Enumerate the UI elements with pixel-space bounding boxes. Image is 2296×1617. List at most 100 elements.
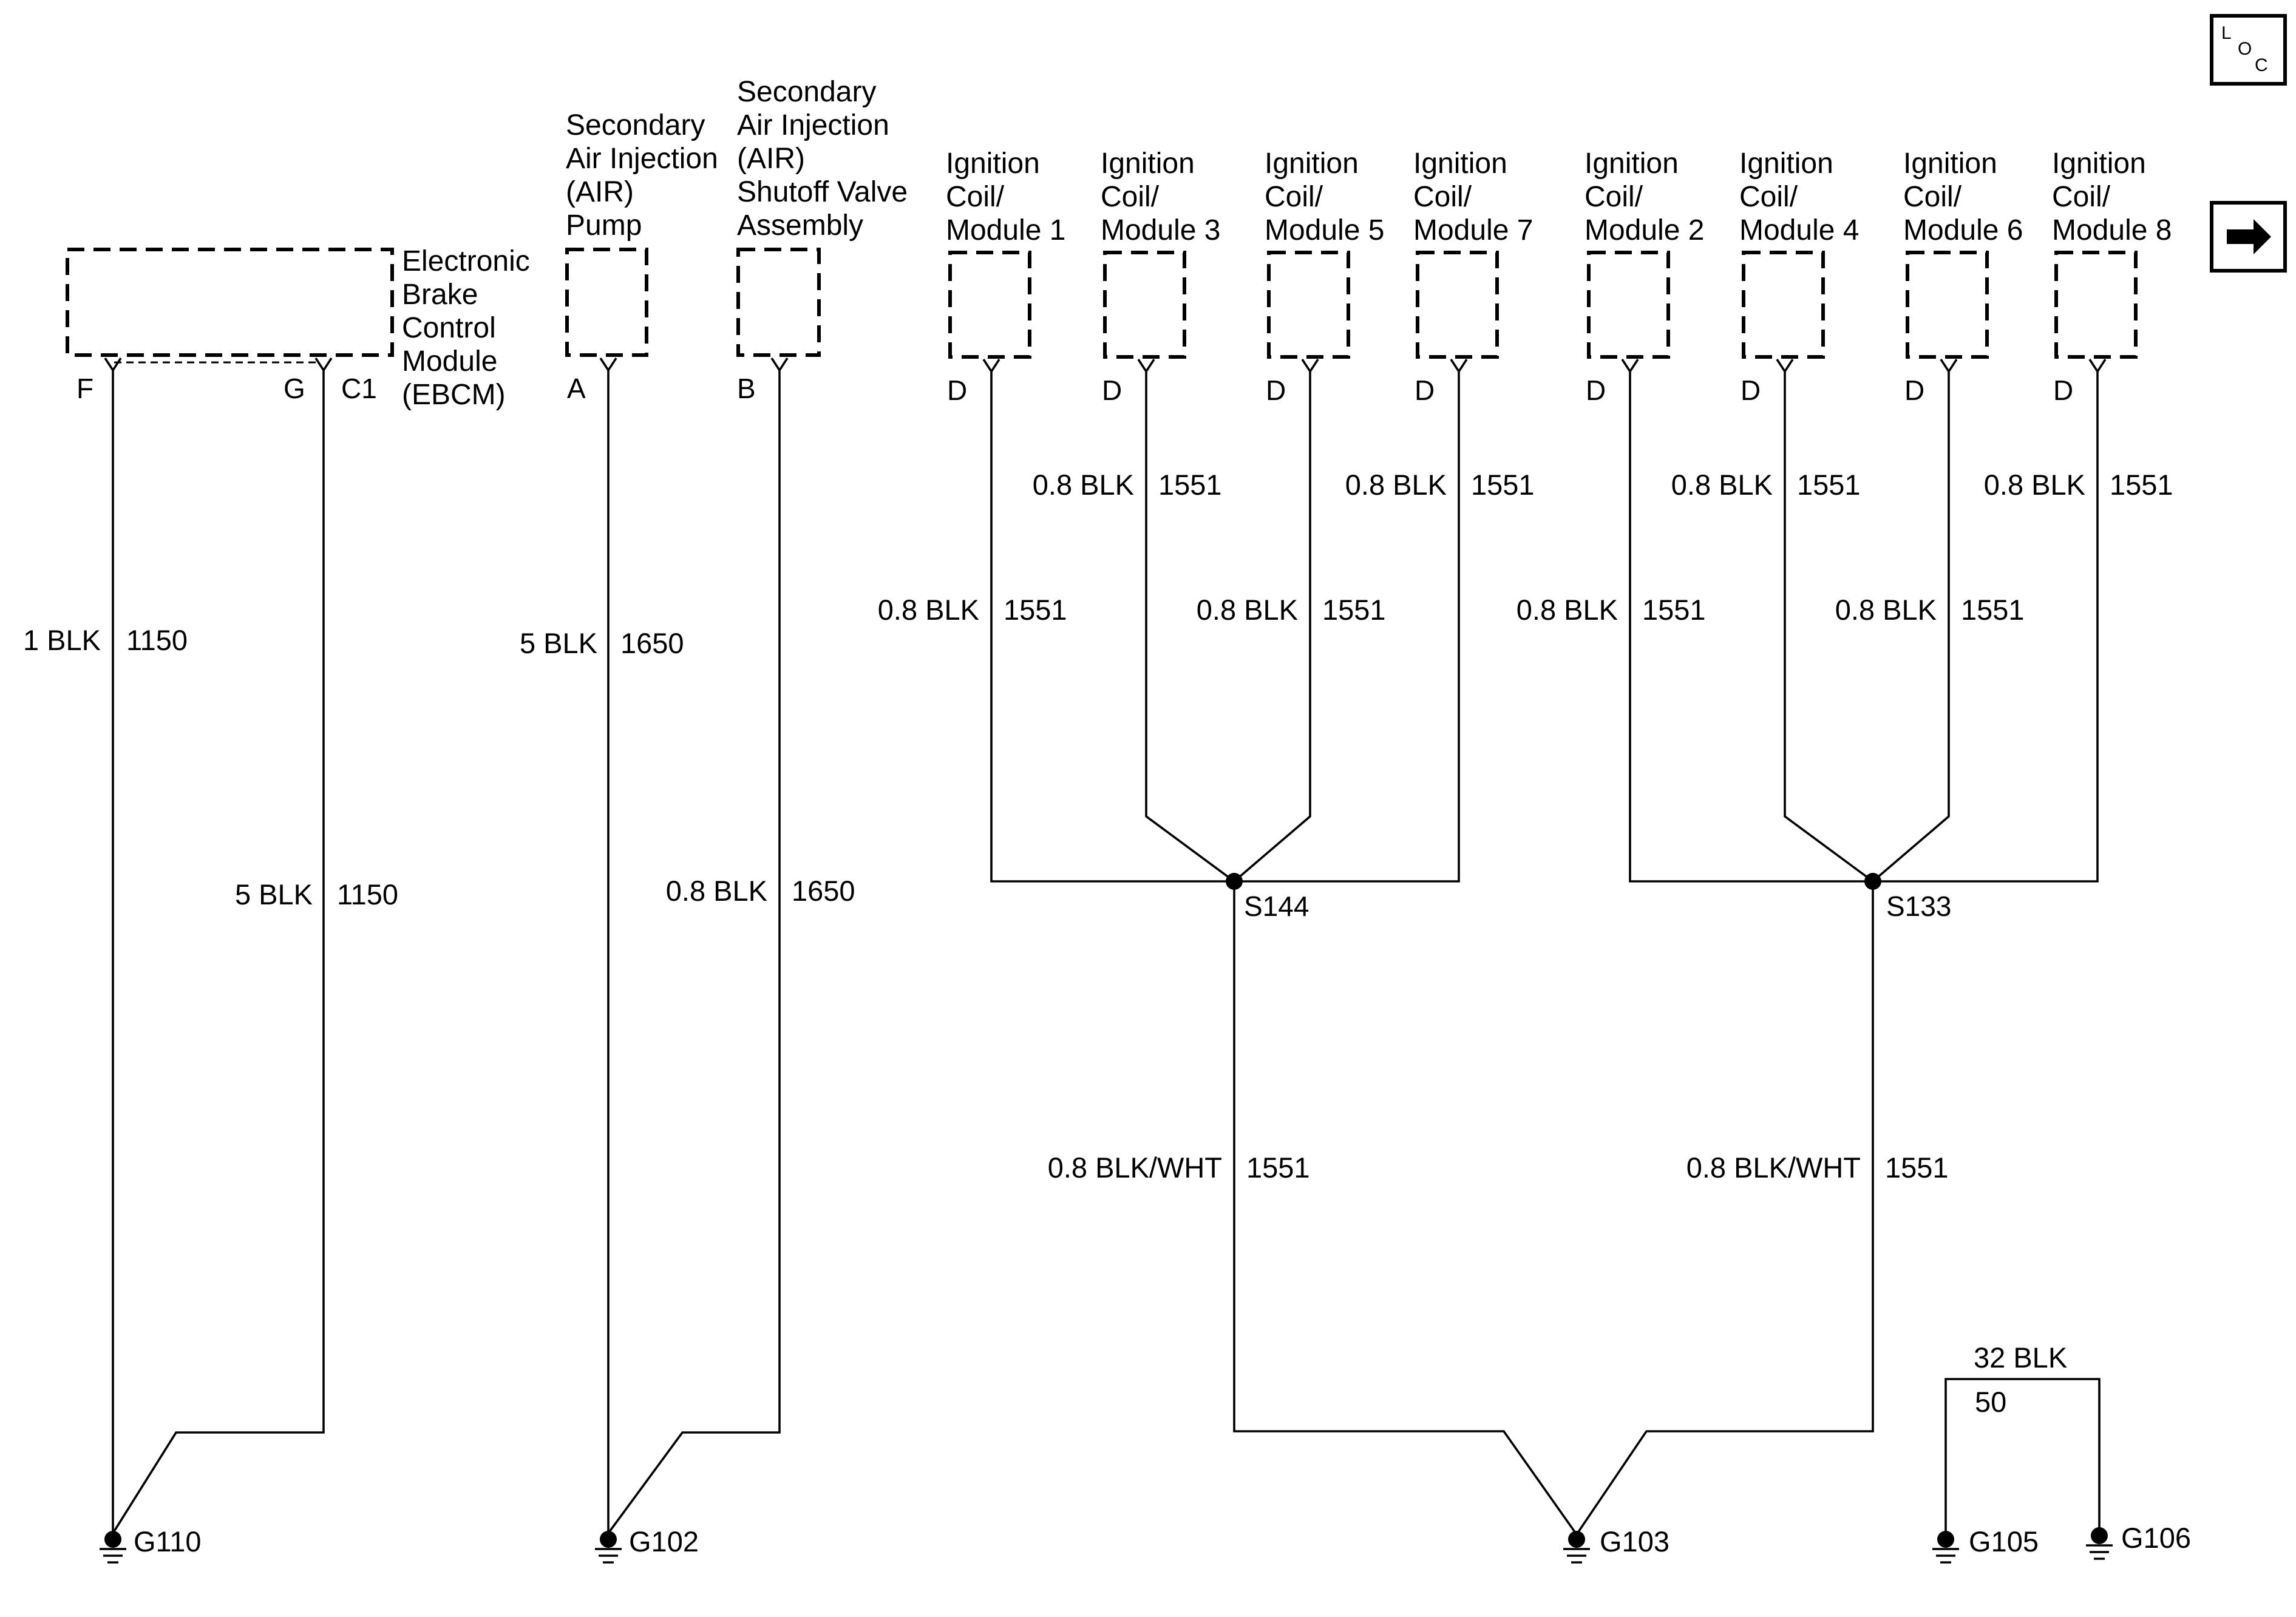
coil-3-box — [1103, 251, 1186, 359]
wire-coil-6-circuit: 1551 — [1961, 594, 2025, 626]
wire-coil-4-gauge: 0.8 BLK — [1671, 469, 1773, 501]
wire-s133-g103-circuit: 1551 — [1885, 1151, 1949, 1184]
coil-5-component: Ignition Coil/ Module 5 D — [1265, 147, 1384, 406]
wire-coil-2-circuit: 1551 — [1642, 594, 1706, 626]
air-valve-box — [736, 248, 821, 357]
coil-2-pin-terminal — [1621, 359, 1639, 379]
coil-8-box — [2054, 251, 2138, 359]
loc-letter-l: L — [2221, 23, 2232, 43]
air-valve-pin-b: B — [737, 373, 756, 404]
air-pump-label-4: Pump — [566, 209, 642, 242]
wire-coil-6 — [1872, 379, 1950, 883]
coil-5-label-1: Ignition — [1265, 147, 1359, 180]
wire-air-pump-circuit: 1650 — [620, 627, 684, 659]
air-pump-box — [565, 248, 648, 357]
air-valve-label-5: Assembly — [737, 209, 863, 242]
wire-s133-g103-gauge: 0.8 BLK/WHT — [1686, 1151, 1861, 1184]
coil-3-pin-terminal — [1137, 359, 1155, 379]
coil-5-label-3: Module 5 — [1265, 214, 1384, 246]
coil-3-component: Ignition Coil/ Module 3 D — [1101, 147, 1220, 406]
coil-2-label-2: Coil/ — [1584, 181, 1643, 213]
splice-s133-dot — [1864, 873, 1881, 890]
coil-1-pin-terminal — [982, 359, 1000, 379]
coil-4-box — [1742, 251, 1825, 359]
loc-button[interactable]: L O C — [2210, 14, 2287, 86]
coil-2-component: Ignition Coil/ Module 2 D — [1584, 147, 1704, 406]
wire-air-pump-gauge: 5 BLK — [520, 627, 597, 659]
coil-2-box — [1587, 251, 1670, 359]
ebcm-label-1: Electronic — [402, 245, 530, 277]
coil-5-pin-d: D — [1266, 375, 1286, 406]
coil-1-box — [948, 251, 1031, 359]
coil-4-component: Ignition Coil/ Module 4 D — [1739, 147, 1859, 406]
wire-s144-g103 — [1233, 881, 1578, 1536]
ground-g103: G103 — [1563, 1525, 1669, 1564]
wire-ebcm-g-gauge: 5 BLK — [235, 878, 313, 910]
wire-air-valve — [607, 378, 781, 1534]
next-page-button[interactable] — [2210, 201, 2287, 273]
ebcm-pin-g: G — [284, 373, 305, 404]
wire-coil-3 — [1145, 379, 1235, 883]
ebcm-label-5: (EBCM) — [402, 379, 506, 411]
wire-coil-5-gauge: 0.8 BLK — [1197, 594, 1298, 626]
ground-g110: G110 — [100, 1525, 202, 1564]
air-pump-label-1: Secondary — [566, 109, 705, 141]
wire-s144-g103-circuit: 1551 — [1246, 1151, 1310, 1184]
wire-coil-1-circuit: 1551 — [1004, 594, 1067, 626]
coil-8-pin-terminal — [2088, 359, 2107, 379]
coil-3-label-1: Ignition — [1101, 147, 1195, 180]
wire-coil-5 — [1233, 379, 1311, 883]
ground-g110-label: G110 — [134, 1525, 202, 1558]
splice-s144-dot — [1226, 873, 1243, 890]
coil-3-label-2: Coil/ — [1101, 181, 1160, 213]
arrow-right-icon — [2227, 219, 2271, 254]
wire-ebcm-f-circuit: 1150 — [126, 624, 188, 656]
wire-s144-g103-gauge: 0.8 BLK/WHT — [1048, 1151, 1222, 1184]
coil-4-label-1: Ignition — [1739, 147, 1833, 180]
wire-g105-g106 — [1944, 1378, 2101, 1534]
coil-6-box — [1906, 251, 1989, 359]
coil-7-pin-terminal — [1450, 359, 1468, 379]
wire-ebcm-g-circuit: 1150 — [337, 878, 398, 910]
coil-7-component: Ignition Coil/ Module 7 D — [1413, 147, 1533, 406]
ebcm-pin-f: F — [76, 373, 93, 404]
coil-2-label-1: Ignition — [1584, 147, 1679, 180]
ebcm-pin-f-terminal — [104, 358, 122, 378]
coil-4-label-3: Module 4 — [1739, 214, 1859, 246]
ebcm-component: Electronic Brake Control Module (EBCM) F… — [66, 245, 530, 411]
coil-1-label-2: Coil/ — [946, 181, 1005, 213]
coil-8-label-1: Ignition — [2052, 147, 2146, 180]
air-pump-component: Secondary Air Injection (AIR) Pump A — [565, 109, 718, 404]
coil-8-component: Ignition Coil/ Module 8 D — [2052, 147, 2172, 406]
wire-coil-5-circuit: 1551 — [1322, 594, 1386, 626]
coil-3-label-3: Module 3 — [1101, 214, 1220, 246]
wire-coil-7-gauge: 0.8 BLK — [1345, 469, 1447, 501]
wire-coil-6-gauge: 0.8 BLK — [1835, 594, 1937, 626]
ebcm-label-2: Brake — [402, 279, 478, 311]
coil-4-pin-terminal — [1776, 359, 1794, 379]
wire-coil-7-circuit: 1551 — [1471, 469, 1535, 501]
coil-1-label-3: Module 1 — [946, 214, 1065, 246]
wire-coil-2 — [1629, 379, 1873, 883]
coil-1-pin-d: D — [947, 375, 967, 406]
ebcm-label-3: Control — [402, 312, 496, 344]
loc-letter-c: C — [2255, 55, 2268, 75]
coil-5-box — [1267, 251, 1350, 359]
coil-7-label-1: Ignition — [1413, 147, 1507, 180]
ebcm-box — [66, 248, 394, 357]
ground-g105-label: G105 — [1969, 1525, 2039, 1558]
wire-coil-8 — [1873, 379, 2099, 883]
splice-s133-label: S133 — [1886, 890, 1951, 922]
coil-6-label-3: Module 6 — [1903, 214, 2023, 246]
wire-coil-7 — [1234, 379, 1460, 883]
wire-coil-1-gauge: 0.8 BLK — [878, 594, 979, 626]
wire-air-valve-circuit: 1650 — [792, 875, 855, 907]
wire-ebcm-g — [112, 378, 325, 1534]
coil-1-component: Ignition Coil/ Module 1 D — [946, 147, 1065, 406]
coil-4-pin-d: D — [1741, 375, 1761, 406]
coil-6-label-1: Ignition — [1903, 147, 1997, 180]
loc-letter-o: O — [2238, 39, 2252, 59]
wire-coil-2-gauge: 0.8 BLK — [1517, 594, 1618, 626]
ground-g102-label: G102 — [629, 1525, 699, 1558]
ground-g103-label: G103 — [1600, 1525, 1669, 1558]
